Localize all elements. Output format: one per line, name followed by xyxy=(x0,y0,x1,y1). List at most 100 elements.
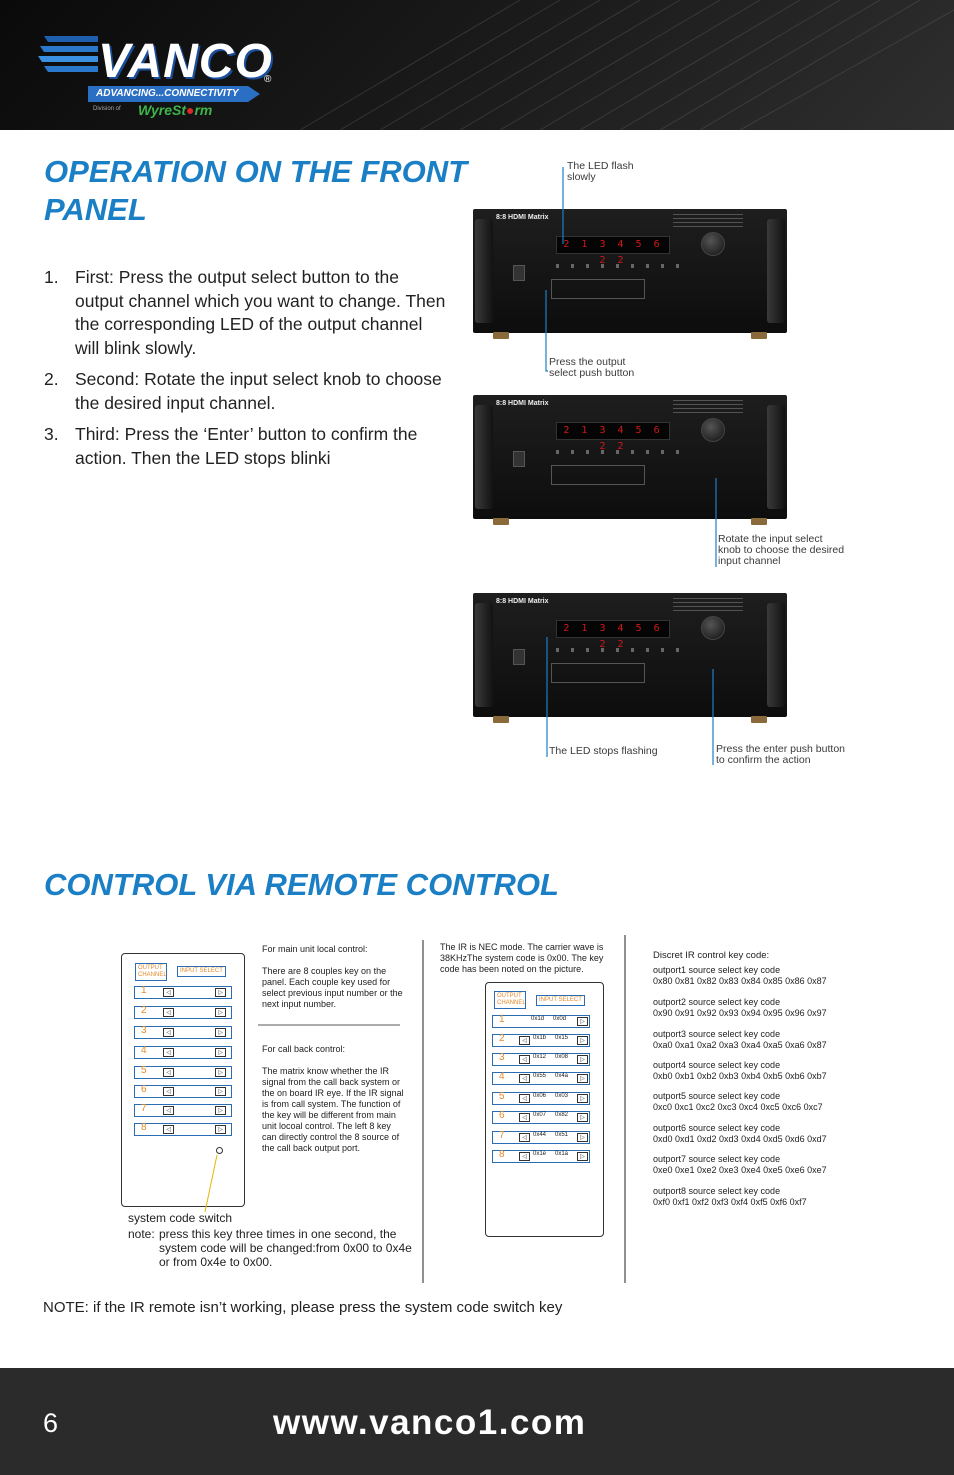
prev-button-icon[interactable]: ◁ xyxy=(519,1113,530,1122)
step-item: 2.Second: Rotate the input select knob t… xyxy=(44,368,449,415)
remote-row: 4◁▷ xyxy=(134,1045,232,1059)
code-group-values: 0xb0 0xb1 0xb2 0xb3 0xb4 0xb5 0xb6 0xb7 xyxy=(653,1070,827,1081)
prev-key-code: 0x07 xyxy=(533,1112,547,1118)
callout-line: The LED stops flashing xyxy=(549,745,658,757)
prev-key-code: 0x44 xyxy=(533,1132,547,1138)
device-spec-label xyxy=(673,400,743,414)
next-button-icon[interactable]: ▷ xyxy=(215,988,226,997)
row-number: 5 xyxy=(141,1065,147,1076)
prev-button-icon[interactable]: ◁ xyxy=(163,988,174,997)
remote-left: OUTPUT CHANNEL INPUT SELECT 1◁▷ 2◁▷ 3◁▷ … xyxy=(121,953,245,1207)
prev-key-code: 0x55 xyxy=(533,1073,547,1079)
step-number: 2. xyxy=(44,369,59,389)
prev-button-icon[interactable]: ◁ xyxy=(163,1106,174,1115)
device-handle-left xyxy=(475,219,493,323)
row-number: 2 xyxy=(141,1005,147,1016)
next-key-code: 0x15 xyxy=(555,1035,569,1041)
device-note-box xyxy=(551,663,645,683)
device-foot xyxy=(493,332,509,339)
device-title: 8:8 HDMI Matrix xyxy=(496,400,549,407)
code-group-values: 0xd0 0xd1 0xd2 0xd3 0xd4 0xd5 0xd6 0xd7 xyxy=(653,1133,827,1144)
callback-control-body: The matrix know whether the IR signal fr… xyxy=(262,1066,404,1153)
prev-button-icon[interactable]: ◁ xyxy=(163,1048,174,1057)
prev-button-icon[interactable]: ◁ xyxy=(519,1055,530,1064)
remote-row: 7◁▷ xyxy=(134,1103,232,1117)
logo-division: Division of xyxy=(93,106,121,112)
step-number: 1. xyxy=(44,267,59,287)
logo-registered: ® xyxy=(264,74,272,85)
system-code-switch-icon[interactable] xyxy=(216,1147,223,1154)
device-spec-label xyxy=(673,214,743,228)
code-group-values: 0xf0 0xf1 0xf2 0xf3 0xf4 0xf5 0xf6 0xf7 xyxy=(653,1196,807,1207)
next-button-icon[interactable]: ▷ xyxy=(215,1048,226,1057)
prev-button-icon[interactable]: ◁ xyxy=(163,1028,174,1037)
note-label: note: xyxy=(128,1227,155,1241)
system-code-switch-label: system code switch xyxy=(128,1211,233,1225)
header-banner: VANCO ® ADVANCING...CONNECTIVITY Divisio… xyxy=(0,0,954,130)
next-button-icon[interactable]: ▷ xyxy=(577,1036,588,1045)
device-handle-right xyxy=(767,603,785,707)
callout-line: to confirm the action xyxy=(716,754,811,766)
device-handle-left xyxy=(475,405,493,509)
device-led-display: 2 1 3 4 5 6 2 2 xyxy=(556,620,670,650)
code-group-values: 0x90 0x91 0x92 0x93 0x94 0x95 0x96 0x97 xyxy=(653,1007,827,1018)
brand-part-a: WyreSt xyxy=(138,102,186,118)
callout-line: Press the enter push button xyxy=(716,743,845,755)
row-number: 3 xyxy=(141,1025,147,1036)
callout-led-flash: The LED flash slowly xyxy=(567,161,634,183)
prev-button-icon[interactable]: ◁ xyxy=(163,1125,174,1134)
note-body: press this key three times in one second… xyxy=(159,1227,412,1269)
prev-button-icon[interactable]: ◁ xyxy=(163,1008,174,1017)
prev-button-icon[interactable]: ◁ xyxy=(519,1133,530,1142)
output-leds xyxy=(556,648,686,652)
vanco-logo: VANCO ® ADVANCING...CONNECTIVITY Divisio… xyxy=(38,28,272,123)
next-button-icon[interactable]: ▷ xyxy=(577,1074,588,1083)
next-button-icon[interactable]: ▷ xyxy=(215,1068,226,1077)
device-led-display: 2 1 3 4 5 6 2 2 xyxy=(556,236,670,266)
next-button-icon[interactable]: ▷ xyxy=(215,1106,226,1115)
logo-swoosh-icon xyxy=(38,36,260,102)
prev-button-icon[interactable]: ◁ xyxy=(163,1068,174,1077)
input-select-knob xyxy=(701,418,725,442)
device-title: 8:8 HDMI Matrix xyxy=(496,214,549,221)
next-button-icon[interactable]: ▷ xyxy=(577,1055,588,1064)
callback-control-title: For call back control: xyxy=(262,1044,346,1054)
footer-url[interactable]: www.vanco1.com xyxy=(273,1403,587,1442)
input-select-label: INPUT SELECT xyxy=(536,995,585,1006)
output-leds xyxy=(556,450,686,454)
callout-line: slowly xyxy=(567,171,596,183)
next-button-icon[interactable]: ▷ xyxy=(577,1133,588,1142)
callout-press-enter: Press the enter push button to confirm t… xyxy=(716,744,845,766)
remote-row: 2 ◁ ▷ xyxy=(134,1005,232,1019)
prev-button-icon[interactable]: ◁ xyxy=(519,1036,530,1045)
next-key-code: 0x1a xyxy=(555,1151,569,1157)
prev-button-icon[interactable]: ◁ xyxy=(519,1152,530,1161)
next-button-icon[interactable]: ▷ xyxy=(215,1087,226,1096)
device-note-box xyxy=(551,279,645,299)
next-button-icon[interactable]: ▷ xyxy=(577,1094,588,1103)
prev-button-icon[interactable]: ◁ xyxy=(519,1074,530,1083)
brand-arrow-icon: ● xyxy=(185,102,195,118)
header-texture xyxy=(299,0,954,130)
device-handle-left xyxy=(475,603,493,707)
next-key-code: 0x03 xyxy=(555,1093,569,1099)
next-button-icon[interactable]: ▷ xyxy=(215,1008,226,1017)
remote-row: 8 ◁0x1e 0x1a ▷ xyxy=(492,1149,590,1163)
prev-key-code: 0x1e xyxy=(533,1151,547,1157)
next-button-icon[interactable]: ▷ xyxy=(577,1113,588,1122)
next-button-icon[interactable]: ▷ xyxy=(215,1028,226,1037)
next-button-icon[interactable]: ▷ xyxy=(577,1152,588,1161)
prev-button-icon[interactable]: ◁ xyxy=(519,1094,530,1103)
nec-mode-text: The IR is NEC mode. The carrier wave is … xyxy=(440,942,604,974)
row-number: 8 xyxy=(499,1149,505,1160)
next-button-icon[interactable]: ▷ xyxy=(577,1017,588,1026)
next-button-icon[interactable]: ▷ xyxy=(215,1125,226,1134)
logo-tagline: ADVANCING...CONNECTIVITY xyxy=(96,88,239,99)
callout-line: Press the output xyxy=(549,356,626,368)
power-switch xyxy=(513,649,525,665)
prev-button-icon[interactable]: ◁ xyxy=(163,1087,174,1096)
